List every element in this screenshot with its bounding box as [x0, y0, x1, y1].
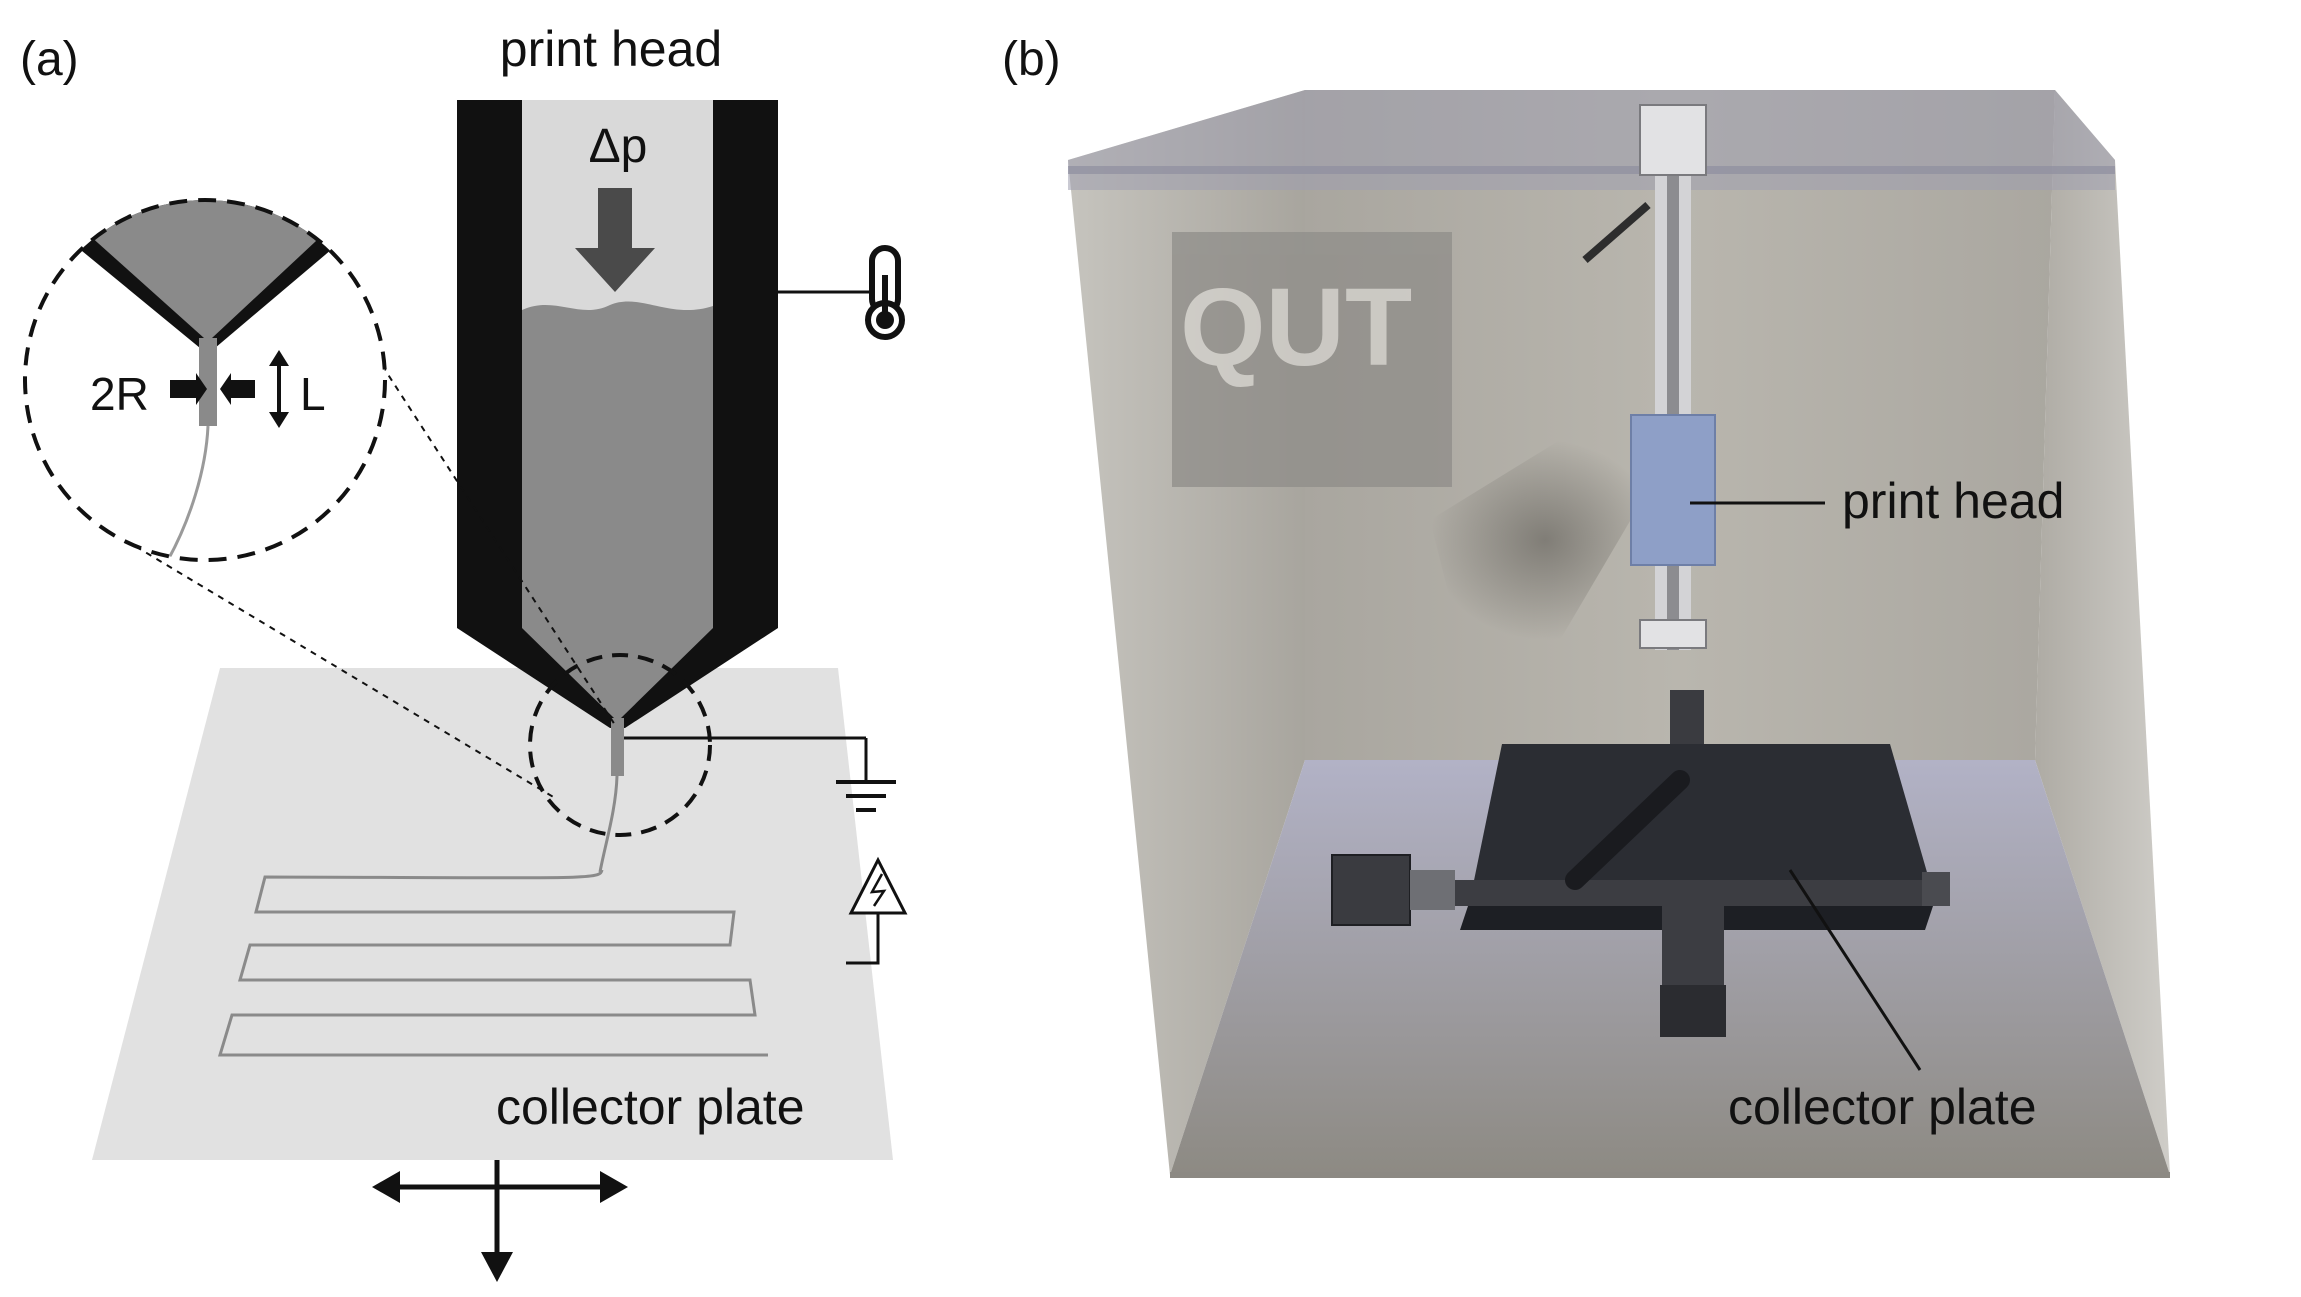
- nozzle-length-label: L: [300, 368, 326, 420]
- polymer-melt: [522, 301, 713, 628]
- stage-plate: [1470, 744, 1935, 900]
- panel-b: (b) QUT print head: [1002, 33, 2170, 1178]
- qut-logo: QUT: [1172, 232, 1452, 487]
- x-motor-coupler: [1410, 870, 1455, 910]
- diameter-arrow-left: [170, 373, 207, 405]
- nozzle-zoom-marker: [528, 653, 712, 837]
- enclosure-shadow: [1430, 440, 1660, 640]
- y-motor: [1660, 985, 1726, 1037]
- diameter-arrow-right: [220, 373, 255, 405]
- pressure-label: Δp: [589, 120, 648, 173]
- panel-b-tag: (b): [1002, 33, 1061, 86]
- stage-end-clamp: [1922, 872, 1950, 906]
- stage-x-rail: [1450, 880, 1940, 906]
- nozzle-diameter-label: 2R: [90, 368, 149, 420]
- print-head-cone-melt: [522, 628, 713, 718]
- print-head-wall-right: [713, 100, 778, 628]
- zoom-guide-lower: [104, 527, 556, 799]
- print-head-title: print head: [500, 21, 722, 77]
- print-head-wall-left: [457, 100, 522, 628]
- pressure-arrow: [575, 188, 655, 292]
- thermometer-icon: [865, 245, 905, 340]
- z-rail-base: [1639, 619, 1707, 649]
- qut-logo-text: QUT: [1180, 266, 1412, 389]
- print-head-carriage: [1630, 414, 1716, 566]
- z-arm: [1582, 201, 1651, 264]
- x-motor: [1331, 854, 1411, 926]
- z-rail-rod: [1667, 110, 1679, 650]
- panel-a: (a) print head Δp: [20, 21, 908, 1282]
- length-arrow: [269, 350, 289, 428]
- enclosure-right-wall: [2035, 90, 2170, 1175]
- z-motor: [1639, 104, 1707, 176]
- stage-bracket: [1565, 770, 1690, 890]
- nozzle-inset: 2R L: [23, 198, 387, 562]
- collector-plate-label-a: collector plate: [496, 1079, 805, 1135]
- enclosure-top-rim: [1068, 90, 2115, 190]
- collector-plate: [92, 668, 893, 1160]
- stage-y-rail: [1662, 905, 1724, 985]
- collector-plate-callout: [1788, 869, 1922, 1071]
- high-voltage-icon: [848, 856, 908, 915]
- ground-icon: [836, 780, 896, 812]
- stage-post: [1670, 690, 1704, 750]
- nozzle-inset-border: [23, 198, 387, 562]
- printed-fiber-path: [217, 869, 768, 1057]
- high-voltage-lead: [846, 914, 880, 965]
- nozzle-tip: [611, 718, 624, 776]
- print-head-label-b: print head: [1842, 473, 2064, 529]
- panel-a-tag: (a): [20, 33, 79, 86]
- xy-axes-icon: [372, 1160, 628, 1282]
- collector-plate-label-b: collector plate: [1728, 1079, 2037, 1135]
- polymer-jet: [598, 775, 619, 873]
